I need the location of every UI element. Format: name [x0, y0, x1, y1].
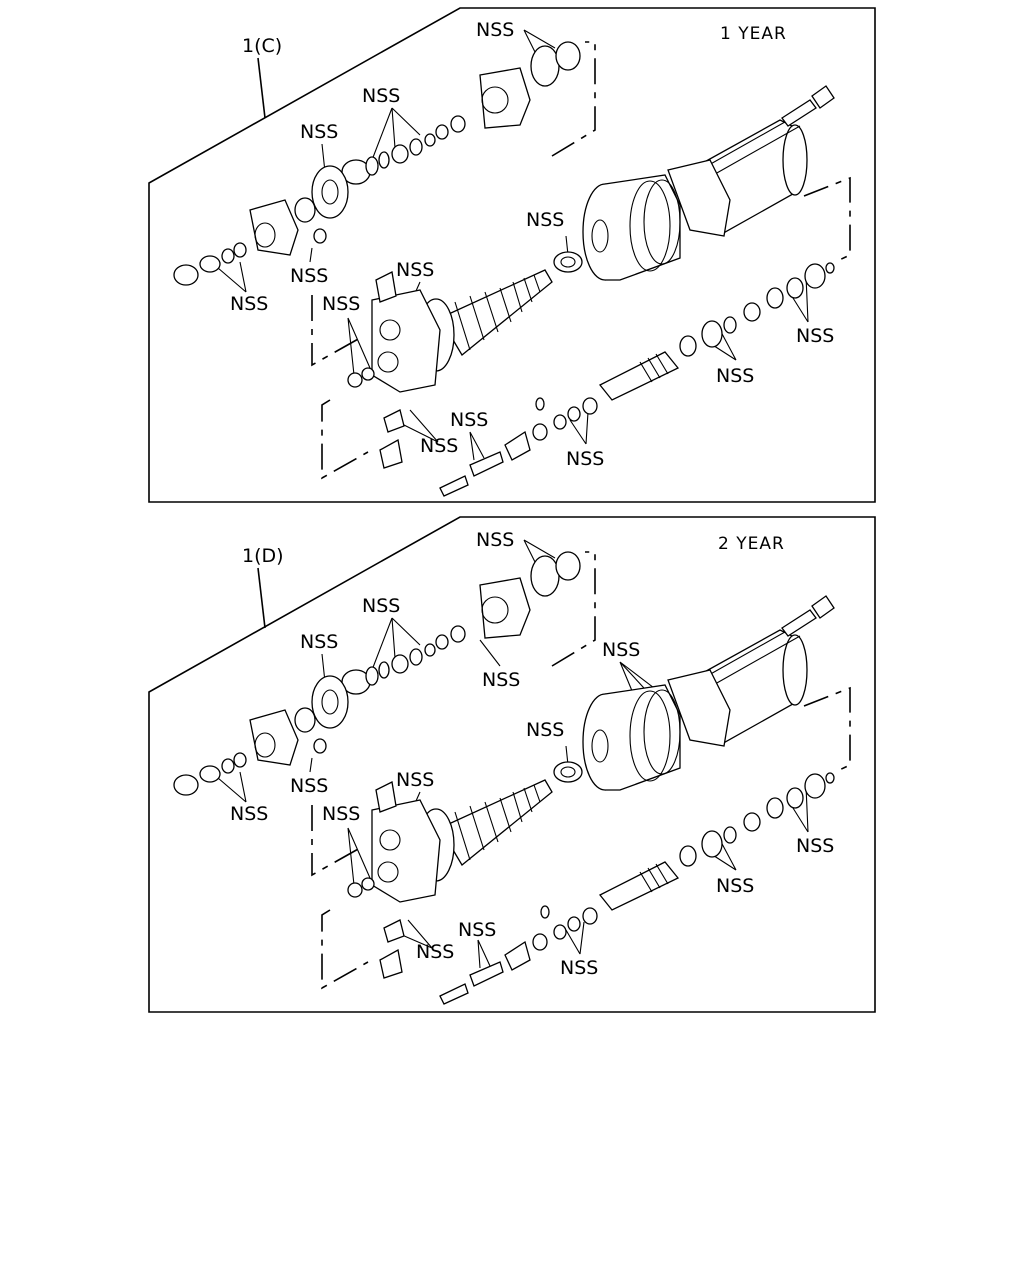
- assembly-label: 1(C): [242, 35, 282, 57]
- nss-label: NSS: [322, 803, 360, 825]
- nss-label: NSS: [526, 209, 564, 231]
- flange-plate: [311, 165, 349, 219]
- drum-housing: [582, 159, 731, 281]
- divider: [551, 41, 596, 157]
- panel-1c: 1(C) 1 YEAR NSS NSS NSS NSS NSS NSS NSS …: [148, 7, 876, 503]
- valve-body: [347, 271, 441, 393]
- ring-stack: [341, 115, 466, 185]
- nss-label: NSS: [290, 775, 328, 797]
- nss-label: NSS: [300, 121, 338, 143]
- period-label: 1 YEAR: [720, 24, 787, 44]
- drum-housing: [582, 669, 731, 791]
- nss-label: NSS: [396, 259, 434, 281]
- nss-label: NSS: [322, 293, 360, 315]
- nss-label: NSS: [362, 85, 400, 107]
- left-nut-stack: [173, 242, 247, 286]
- threaded-shaft: [598, 262, 835, 401]
- ring-stack: [341, 625, 466, 695]
- nss-label: NSS: [566, 448, 604, 470]
- assembly-label: 1(D): [242, 545, 284, 567]
- divider: [321, 909, 369, 990]
- nss-label: NSS: [796, 835, 834, 857]
- nss-label: NSS: [526, 719, 564, 741]
- nss-label: NSS: [602, 639, 640, 661]
- nss-label: NSS: [416, 941, 454, 963]
- left-end-cap: [249, 707, 327, 766]
- panel-frame: [148, 7, 876, 503]
- nss-label: NSS: [300, 631, 338, 653]
- valve-body: [347, 781, 441, 903]
- nss-label: NSS: [560, 957, 598, 979]
- seal-ring: [553, 251, 583, 273]
- plunger-rod: [781, 85, 835, 127]
- divider: [803, 176, 851, 263]
- nss-label: NSS: [482, 669, 520, 691]
- top-housing: [479, 551, 581, 639]
- nss-label: NSS: [476, 529, 514, 551]
- lower-fittings: [379, 905, 598, 1005]
- seal-ring: [553, 761, 583, 783]
- flange-plate: [311, 675, 349, 729]
- divider: [311, 295, 361, 367]
- nss-label: NSS: [716, 875, 754, 897]
- divider: [311, 805, 361, 877]
- nss-label: NSS: [396, 769, 434, 791]
- nss-label: NSS: [230, 803, 268, 825]
- nss-label: NSS: [290, 265, 328, 287]
- divider: [321, 399, 369, 480]
- threaded-shaft: [598, 772, 835, 911]
- divider: [803, 686, 851, 773]
- assembly-leader: [257, 567, 266, 629]
- nss-label: NSS: [476, 19, 514, 41]
- nss-label: NSS: [796, 325, 834, 347]
- nss-label: NSS: [420, 435, 458, 457]
- period-label: 2 YEAR: [718, 534, 785, 554]
- nss-label: NSS: [450, 409, 488, 431]
- leader-lines: [217, 29, 809, 461]
- nss-label: NSS: [458, 919, 496, 941]
- panel-frame: [148, 516, 876, 1013]
- divider: [551, 551, 596, 667]
- plunger-rod: [781, 595, 835, 637]
- nss-label: NSS: [362, 595, 400, 617]
- top-housing: [479, 41, 581, 129]
- nss-label: NSS: [230, 293, 268, 315]
- panel-1d: 1(D) 2 YEAR NSS NSS NSS NSS NSS NSS NSS …: [148, 516, 876, 1013]
- nss-label: NSS: [716, 365, 754, 387]
- lower-fittings: [379, 397, 598, 497]
- left-nut-stack: [173, 752, 247, 796]
- left-end-cap: [249, 197, 327, 256]
- assembly-leader: [257, 57, 266, 119]
